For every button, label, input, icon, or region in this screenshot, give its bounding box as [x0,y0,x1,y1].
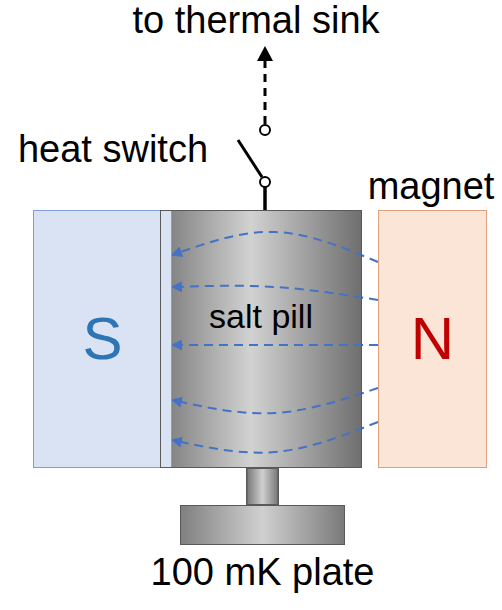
field-line [172,232,378,262]
support-stem [262,468,263,505]
switch-contact [260,125,270,135]
switch-contact [260,177,270,187]
field-line [172,422,378,453]
switch-blade [238,140,262,177]
magnet-label: magnet [368,166,495,208]
field-line [172,388,378,413]
magnet-pole: N [378,210,487,468]
magnet-pole: S [33,210,172,468]
switch-label: heat switch [18,129,208,171]
cold-plate: 100 mK plate [180,505,345,545]
stem-body [248,469,278,504]
thermal-link [264,60,267,124]
stem-outline [246,468,279,505]
field-line [172,345,378,346]
pole-letter: N [379,309,486,369]
switch-lead [263,187,267,211]
field-line [172,388,378,413]
pole-letter: S [34,309,171,369]
sink-label: to thermal sink [132,0,379,42]
pill-body [160,210,362,468]
pill-body [160,210,362,468]
field-line [172,422,378,453]
field-line [172,344,378,346]
arrowhead [257,46,273,61]
part-name: salt pill [161,298,361,335]
part-name: 100 mK plate [151,552,375,594]
field-line [172,232,378,262]
salt-pill: salt pill [160,210,362,468]
